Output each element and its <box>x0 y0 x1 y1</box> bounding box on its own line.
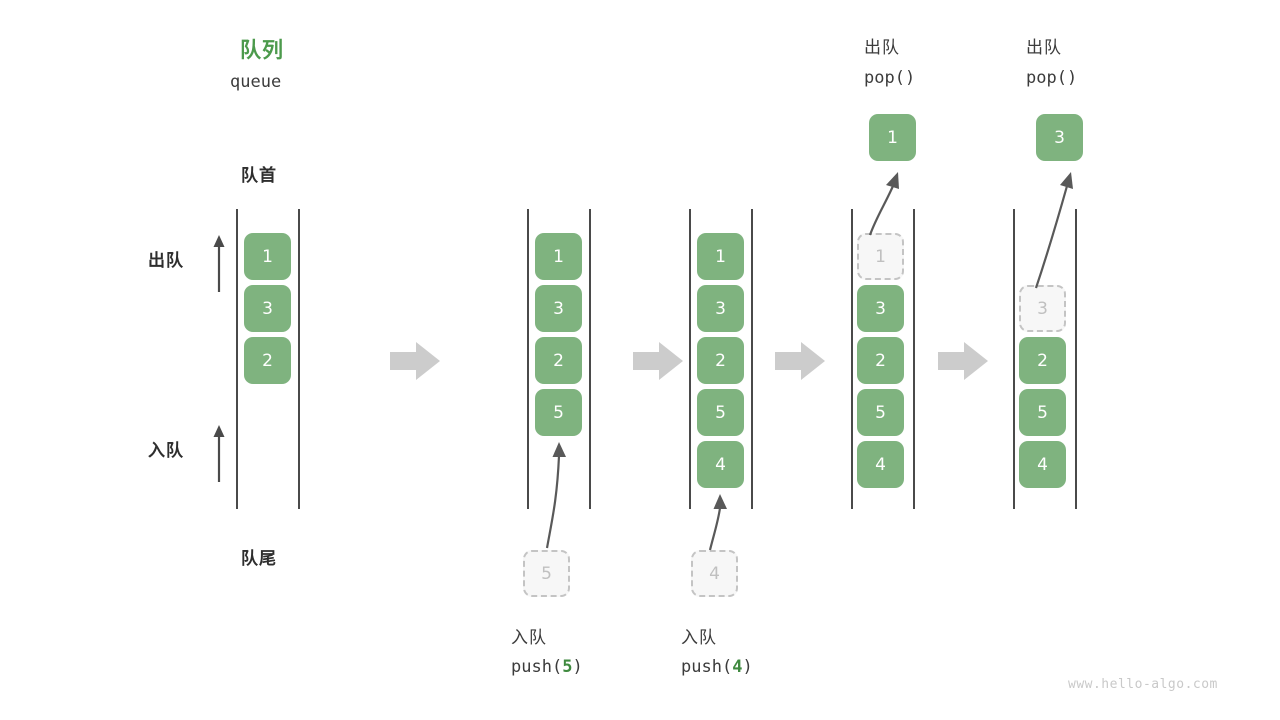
step-flow-arrow-icon <box>390 342 440 380</box>
queue-cell: 2 <box>535 337 582 384</box>
queue-cell: 1 <box>244 233 291 280</box>
step-flow-arrow-icon <box>775 342 825 380</box>
enqueue-side-label: 入队 <box>148 441 184 461</box>
operation-label-cn: 出队 <box>1026 38 1062 58</box>
queue-cell: 5 <box>1019 389 1066 436</box>
page-subtitle: queue <box>230 72 282 92</box>
queue-rail-left <box>689 209 691 509</box>
queue-cell: 2 <box>244 337 291 384</box>
queue-cell: 1 <box>697 233 744 280</box>
push-arrow-icon <box>708 494 727 551</box>
operation-label-cn: 入队 <box>511 628 547 648</box>
queue-rail-right <box>298 209 300 509</box>
queue-cell: 3 <box>244 285 291 332</box>
operation-label-code: push(4) <box>681 657 753 677</box>
queue-cell: 2 <box>857 337 904 384</box>
queue-rail-right <box>913 209 915 509</box>
queue-cell: 1 <box>535 233 582 280</box>
watermark: www.hello-algo.com <box>1068 677 1218 692</box>
queue-cell: 3 <box>697 285 744 332</box>
operation-label-cn: 入队 <box>681 628 717 648</box>
dequeue-side-label: 出队 <box>148 251 184 271</box>
vacated-ghost-cell: 1 <box>857 233 904 280</box>
queue-cell: 2 <box>1019 337 1066 384</box>
queue-rail-right <box>751 209 753 509</box>
page-title: 队列 <box>240 38 284 62</box>
dequeue-direction-arrow-icon <box>213 235 225 292</box>
queue-cell: 5 <box>857 389 904 436</box>
popped-cell: 1 <box>869 114 916 161</box>
queue-cell: 3 <box>857 285 904 332</box>
step-flow-arrow-icon <box>633 342 683 380</box>
enqueue-direction-arrow-icon <box>213 425 225 482</box>
incoming-ghost-cell: 4 <box>691 550 738 597</box>
queue-cell: 4 <box>857 441 904 488</box>
operation-code-value: 4 <box>732 657 743 677</box>
incoming-ghost-cell: 5 <box>523 550 570 597</box>
queue-cell: 3 <box>535 285 582 332</box>
pop-arrow-icon <box>1034 172 1073 289</box>
queue-cell: 2 <box>697 337 744 384</box>
pop-arrow-icon <box>868 172 899 236</box>
queue-rail-right <box>1075 209 1077 509</box>
operation-code-value: 5 <box>562 657 573 677</box>
operation-label-code: pop() <box>1026 68 1078 88</box>
queue-cell: 5 <box>697 389 744 436</box>
queue-rail-left <box>236 209 238 509</box>
operation-label-code: pop() <box>864 68 916 88</box>
vacated-ghost-cell: 3 <box>1019 285 1066 332</box>
queue-rail-left <box>527 209 529 509</box>
rear-label: 队尾 <box>241 549 277 569</box>
operation-code-prefix: push( <box>511 657 563 677</box>
operation-code-suffix: ) <box>742 657 753 677</box>
queue-cell-new: 5 <box>535 389 582 436</box>
push-arrow-icon <box>545 442 566 549</box>
operation-code-prefix: push( <box>681 657 733 677</box>
front-label: 队首 <box>241 166 277 186</box>
operation-code-suffix: ) <box>572 657 583 677</box>
queue-cell: 4 <box>1019 441 1066 488</box>
popped-cell: 3 <box>1036 114 1083 161</box>
operation-label-code: push(5) <box>511 657 583 677</box>
queue-cell-new: 4 <box>697 441 744 488</box>
queue-rail-left <box>851 209 853 509</box>
queue-rail-left <box>1013 209 1015 509</box>
queue-rail-right <box>589 209 591 509</box>
step-flow-arrow-icon <box>938 342 988 380</box>
operation-label-cn: 出队 <box>864 38 900 58</box>
